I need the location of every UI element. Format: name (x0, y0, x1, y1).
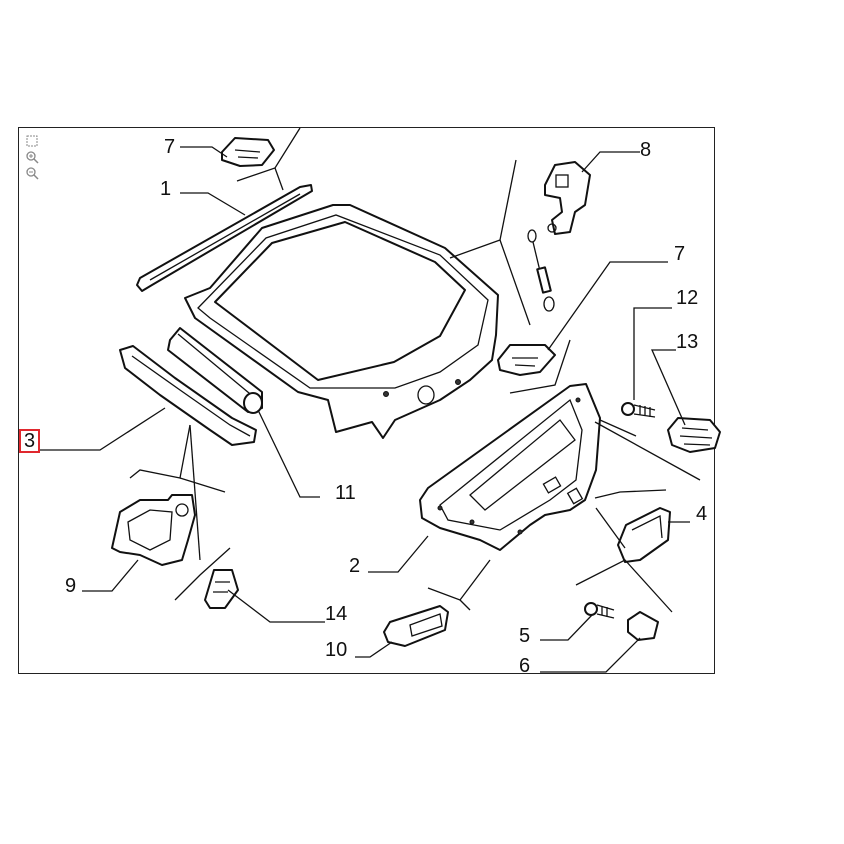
leader-lines (40, 146, 690, 673)
part-2-trim-panel (419, 383, 601, 551)
zoom-in-icon[interactable] (25, 150, 39, 164)
part-1-upper-strip (136, 184, 313, 292)
label-1: 1 (160, 178, 172, 200)
label-12: 12 (676, 287, 699, 309)
part-3-lower-strip (119, 345, 257, 446)
label-10: 10 (325, 639, 348, 661)
part-8-hinge (544, 161, 591, 235)
label-8: 8 (640, 139, 652, 161)
part-12-bolt (621, 402, 656, 418)
part-4-handle (617, 507, 671, 563)
part-5-screw (584, 602, 615, 619)
fit-icon[interactable] (25, 134, 39, 148)
label-7-top: 7 (164, 136, 176, 158)
part-6-nut (627, 611, 659, 641)
label-14: 14 (325, 603, 348, 625)
part-13-bumper (667, 417, 721, 453)
label-11: 11 (335, 482, 356, 504)
tailgate-panel (184, 204, 499, 439)
label-4: 4 (696, 503, 708, 525)
part-14-clip (204, 569, 239, 609)
part-9-latch (111, 494, 196, 566)
label-9: 9 (65, 575, 77, 597)
gas-strut (527, 229, 555, 312)
label-13: 13 (676, 331, 699, 353)
part-7-clip-top (221, 137, 275, 167)
grouping-lines (129, 127, 701, 613)
label-5: 5 (519, 625, 531, 647)
label-3-selected[interactable]: 3 (19, 429, 41, 453)
label-6: 6 (519, 655, 531, 677)
label-2: 2 (349, 555, 361, 577)
part-7-clip-right (497, 344, 556, 376)
part-11-seal-roll (167, 327, 263, 414)
label-7-right: 7 (674, 243, 686, 265)
part-10-lamp (383, 605, 449, 647)
zoom-out-icon[interactable] (25, 166, 39, 180)
